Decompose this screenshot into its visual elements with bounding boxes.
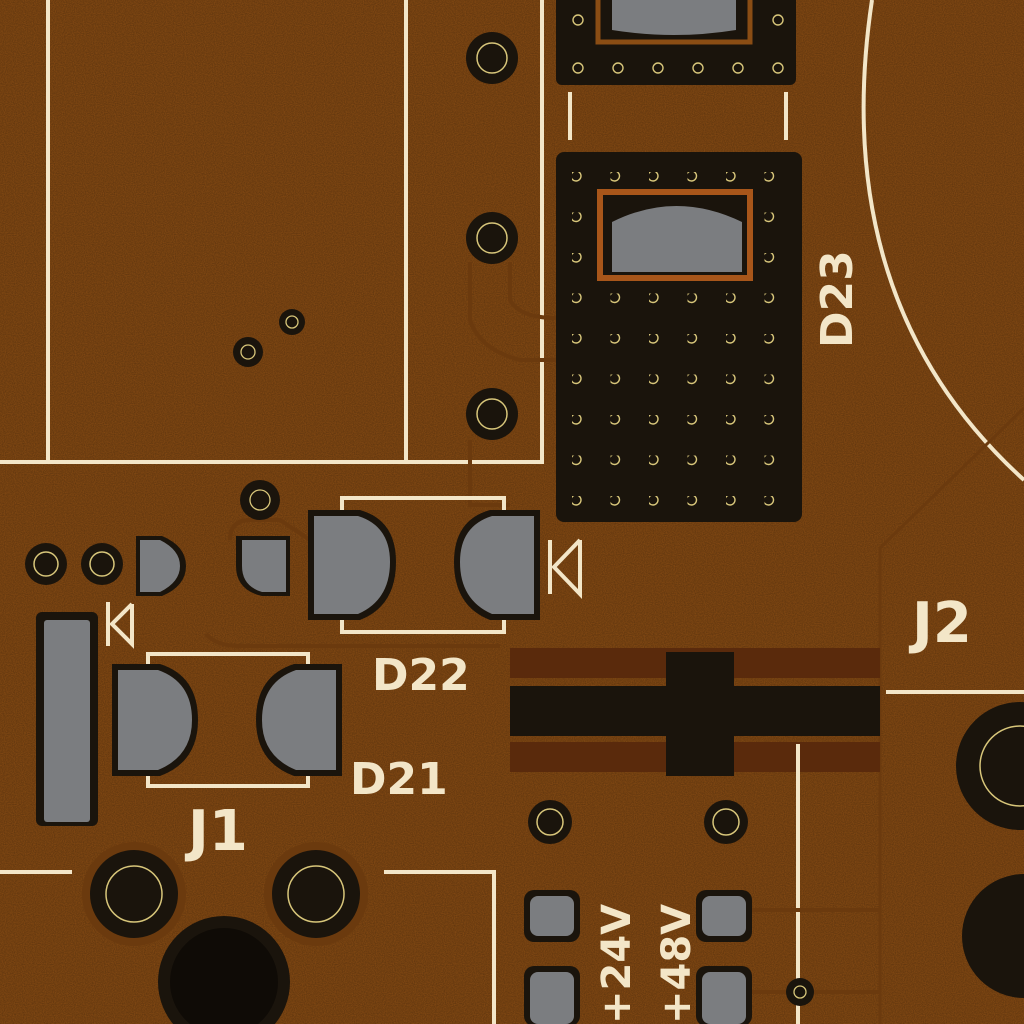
voltage-selector: +24V +48V	[524, 800, 880, 1024]
d22-component: D22	[308, 496, 582, 701]
label-d23: D23	[812, 250, 863, 348]
d21-component: D21	[106, 602, 448, 805]
j1-connector: J1	[0, 799, 496, 1024]
label-j2: J2	[908, 591, 972, 656]
j2-connector: J2	[510, 591, 1024, 1024]
trace-group-upper	[204, 262, 557, 648]
component-outline-top-left	[0, 0, 544, 464]
d23-component: D23	[556, 152, 863, 522]
d23-tab-pad	[612, 206, 742, 272]
d21-polarity-icon	[106, 602, 134, 649]
component-outline-arc	[861, 0, 1024, 482]
label-j1: J1	[184, 799, 248, 864]
label-d22: D22	[372, 650, 470, 701]
j2-outline	[878, 406, 1024, 1024]
top-connector-block	[556, 0, 796, 140]
label-d21: D21	[350, 754, 448, 805]
left-small-components	[25, 536, 290, 826]
d22-polarity-icon	[548, 538, 582, 599]
via-column	[233, 32, 518, 520]
label-48v: +48V	[654, 904, 700, 1024]
label-24v: +24V	[594, 904, 640, 1024]
